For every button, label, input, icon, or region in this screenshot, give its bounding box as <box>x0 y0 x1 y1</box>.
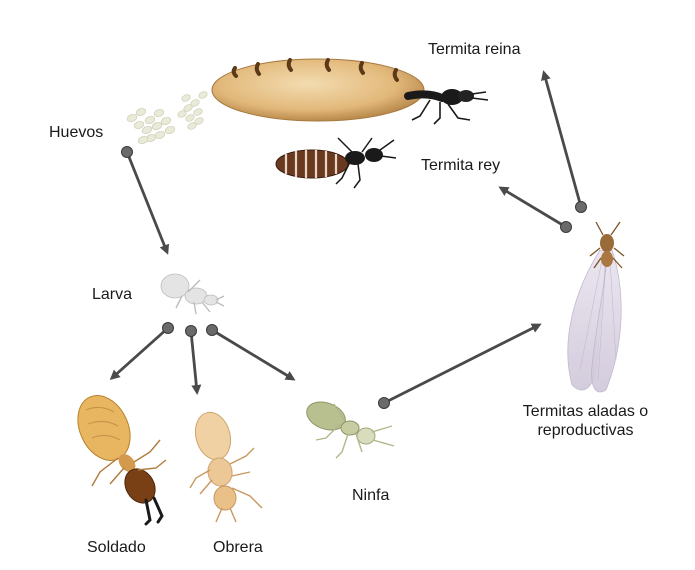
label-larva: Larva <box>92 286 133 303</box>
arrow-start-dots <box>121 146 587 409</box>
label-worker: Obrera <box>213 539 263 556</box>
arrow-larva-to-nymph <box>211 328 296 381</box>
winged-reproductive-illustration <box>567 221 625 393</box>
arrow-larva-to-worker <box>189 330 202 395</box>
king-termite-illustration <box>275 137 397 189</box>
worker-termite-illustration <box>189 411 263 523</box>
label-eggs: Huevos <box>49 124 104 141</box>
queen-termite-illustration <box>211 58 489 125</box>
eggs-illustration <box>126 91 208 144</box>
label-winged: Termitas aladas o reproductivas <box>522 403 649 439</box>
arrow-winged-to-king <box>498 186 567 229</box>
larva-illustration <box>160 273 225 315</box>
arrow-nymph-to-winged <box>383 323 542 405</box>
arrow-winged-to-queen <box>541 70 583 208</box>
soldier-termite-illustration <box>77 395 167 526</box>
label-queen: Termita reina <box>428 41 521 58</box>
label-soldier: Soldado <box>87 539 146 556</box>
label-king: Termita rey <box>421 157 501 174</box>
lifecycle-arrows <box>109 70 583 405</box>
arrow-larva-to-soldier <box>109 326 169 380</box>
nymph-termite-illustration <box>306 401 395 459</box>
arrow-eggs-to-larva <box>125 151 170 255</box>
label-nymph: Ninfa <box>352 487 390 504</box>
